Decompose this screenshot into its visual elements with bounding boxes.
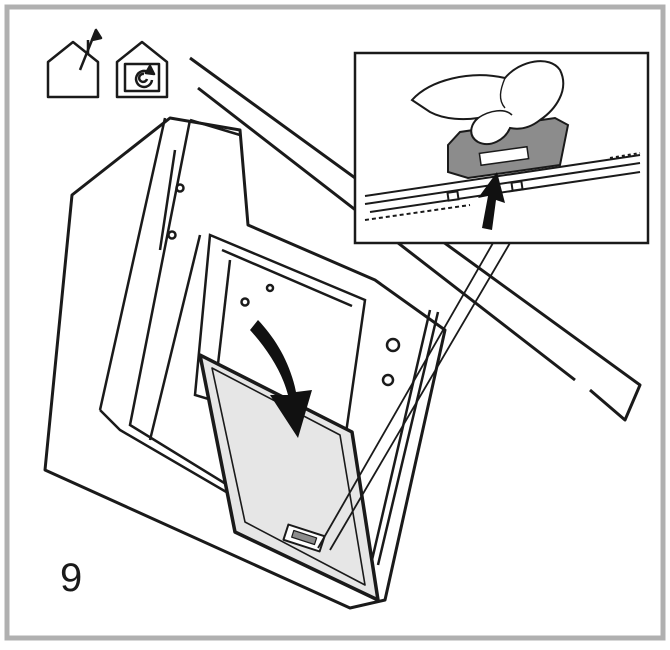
removal-arrow xyxy=(250,320,312,438)
detail-inset xyxy=(353,51,650,245)
inset-up-arrow xyxy=(478,172,505,230)
inset-rail xyxy=(364,152,641,221)
house-extraction-icon xyxy=(46,28,103,99)
icon-backdrop xyxy=(35,25,185,115)
detail-leader-lines xyxy=(317,242,511,551)
step-number: 9 xyxy=(60,556,83,600)
inset-latch-slot xyxy=(478,145,530,167)
house-recirculation-icon xyxy=(115,40,169,99)
